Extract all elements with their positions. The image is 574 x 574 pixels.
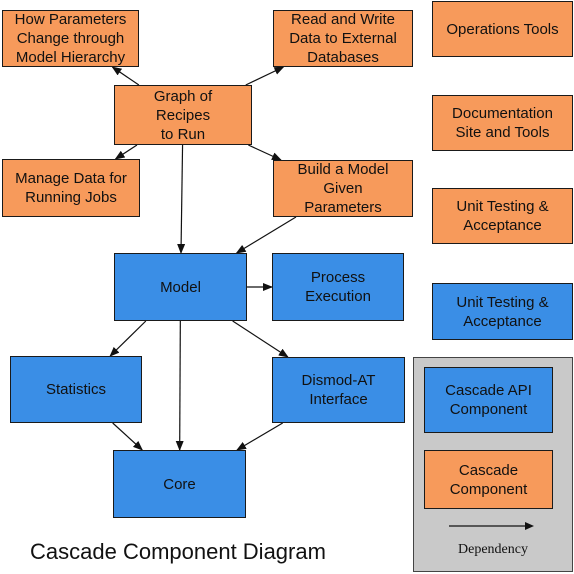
edge-build-model-to-model (235, 216, 297, 254)
read-write-databases-box: Read and Write Data to External Database… (273, 10, 413, 67)
process-execution-box: Process Execution (272, 253, 404, 321)
unit-testing-orange-box: Unit Testing & Acceptance (432, 188, 573, 244)
edge-model-to-statistics (109, 320, 147, 357)
build-model-box: Build a Model Given Parameters (273, 160, 413, 217)
diagram-title: Cascade Component Diagram (30, 539, 326, 564)
how-parameters-box: How Parameters Change through Model Hier… (2, 10, 139, 67)
legend-cascade-component: Cascade Component (424, 450, 553, 509)
legend-dependency-label: Dependency (458, 542, 528, 557)
model-box: Model (114, 253, 247, 321)
graph-of-recipes-box: Graph of Recipes to Run (114, 85, 252, 145)
edge-graph-recipes-to-manage-data (114, 144, 138, 160)
edge-dismod-interface-to-core (236, 422, 283, 451)
documentation-box: Documentation Site and Tools (432, 95, 573, 151)
unit-testing-blue-box: Unit Testing & Acceptance (432, 283, 573, 340)
core-box: Core (113, 450, 246, 518)
dismod-at-interface-box: Dismod-AT Interface (272, 357, 405, 423)
edge-graph-recipes-to-model (177, 144, 186, 254)
edge-graph-recipes-to-build-model (248, 144, 282, 161)
statistics-box: Statistics (10, 356, 142, 423)
operations-tools-box: Operations Tools (432, 1, 573, 57)
legend-api-component: Cascade API Component (424, 367, 553, 433)
edge-model-to-dismod-interface (232, 320, 289, 358)
edge-statistics-to-core (112, 422, 144, 451)
legend-dependency-arrow (449, 522, 534, 530)
edge-graph-recipes-to-how-parameters (111, 66, 140, 86)
edge-graph-recipes-to-read-write (245, 66, 285, 86)
edge-model-to-core (175, 320, 184, 451)
manage-data-box: Manage Data for Running Jobs (2, 159, 140, 217)
